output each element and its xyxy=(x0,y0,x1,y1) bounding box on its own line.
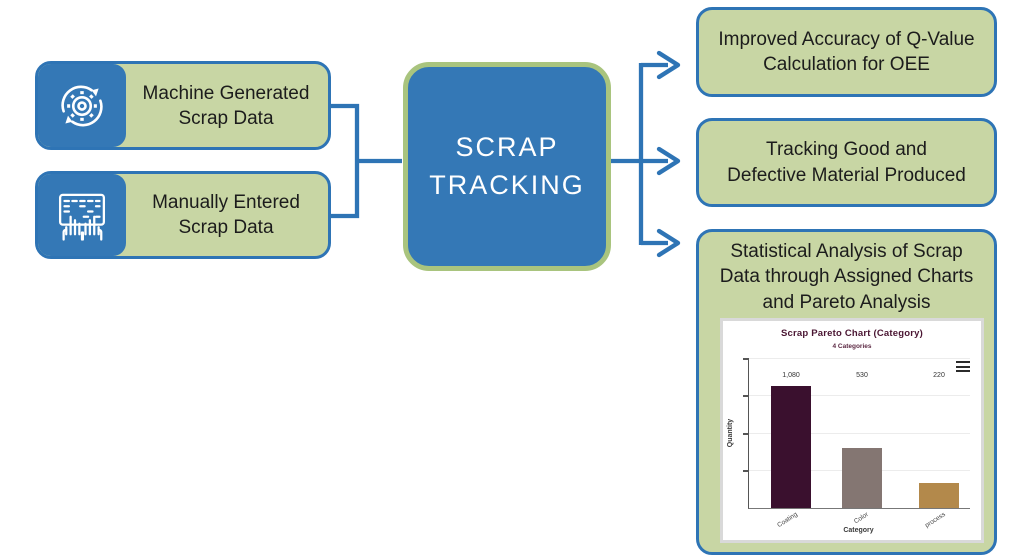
gridline xyxy=(749,395,970,396)
output-label-line: and Pareto Analysis xyxy=(762,291,931,313)
y-axis-tick xyxy=(743,395,748,397)
center-label-line: SCRAP xyxy=(455,131,559,162)
bar-value-label: 1,080 xyxy=(782,372,800,379)
y-axis-tick xyxy=(743,358,748,360)
output-label-line: Tracking Good and xyxy=(766,139,927,161)
gear-sync-icon xyxy=(38,64,126,147)
y-axis-tick xyxy=(743,470,748,472)
bar-process xyxy=(919,483,959,508)
output-box-statistical-analysis: Statistical Analysis of Scrap Data throu… xyxy=(696,229,997,555)
gridline xyxy=(749,433,970,434)
x-axis-title: Category xyxy=(843,526,874,534)
center-label-line: TRACKING xyxy=(429,169,585,200)
pareto-chart-panel: Scrap Pareto Chart (Category) 4 Categori… xyxy=(720,318,984,543)
scrap-tracking-node: SCRAP TRACKING xyxy=(403,62,611,271)
y-axis-title: Quantity xyxy=(727,418,734,448)
output-label-line: Data through Assigned Charts xyxy=(719,266,974,288)
input-label-line: Machine Generated xyxy=(142,82,310,104)
input-box-machine-generated: Machine Generated Scrap Data xyxy=(35,61,331,150)
pareto-plot: 1,080 530 220 Coating Color process xyxy=(743,358,970,529)
output-branch-line xyxy=(602,62,668,246)
output-label-line: Improved Accuracy of Q-Value xyxy=(718,28,975,50)
input-label-line: Manually Entered xyxy=(152,191,300,213)
hamburger-menu-icon[interactable] xyxy=(956,361,970,375)
output-box-material-tracking: Tracking Good and Defective Material Pro… xyxy=(696,118,997,207)
gridline xyxy=(749,358,970,359)
input-label-manually-entered: Manually Entered Scrap Data xyxy=(130,190,322,240)
arrowheads xyxy=(656,50,681,258)
y-axis-tick xyxy=(743,433,748,435)
output-box-oee-accuracy: Improved Accuracy of Q-Value Calculation… xyxy=(696,7,997,97)
bar-value-label: 530 xyxy=(856,372,868,379)
bar-coating xyxy=(771,386,811,508)
input-bracket-line xyxy=(331,103,402,219)
chart-title: Scrap Pareto Chart (Category) xyxy=(780,328,923,339)
keyboard-typing-icon xyxy=(38,174,126,256)
input-box-manually-entered: Manually Entered Scrap Data xyxy=(35,171,331,259)
input-label-line: Scrap Data xyxy=(178,217,274,238)
output-label-line: Defective Material Produced xyxy=(727,164,966,186)
bar-color xyxy=(842,448,882,508)
output-label-line: Calculation for OEE xyxy=(763,54,930,75)
bar-value-label: 220 xyxy=(933,372,945,379)
input-label-line: Scrap Data xyxy=(178,107,274,129)
input-label-machine-generated: Machine Generated Scrap Data xyxy=(130,80,322,130)
chart-subtitle: 4 Categories xyxy=(832,342,872,350)
output-label-line: Statistical Analysis of Scrap xyxy=(730,241,963,262)
